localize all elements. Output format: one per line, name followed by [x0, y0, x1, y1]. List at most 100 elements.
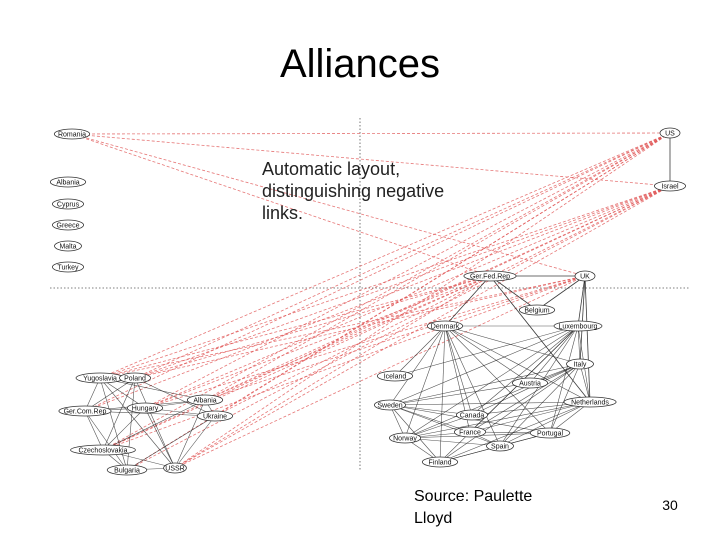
- node-label: Hungary: [132, 405, 159, 412]
- node-label: Malta: [59, 243, 76, 250]
- negative-edge: [214, 132, 671, 417]
- positive-edge: [102, 377, 136, 451]
- positive-edge: [389, 325, 579, 406]
- negative-edge: [174, 275, 586, 469]
- positive-edge: [99, 377, 128, 471]
- positive-edge: [389, 401, 591, 406]
- node-portugal: Portugal: [529, 427, 571, 439]
- positive-edge: [444, 325, 501, 447]
- node-label: Bulgaria: [114, 467, 140, 474]
- node-ellipse: [58, 405, 112, 417]
- positive-edge: [489, 275, 538, 311]
- node-label: Greece: [57, 222, 80, 229]
- node-ellipse: [511, 377, 549, 389]
- node-uk: UK: [574, 270, 596, 282]
- positive-edge: [471, 363, 581, 416]
- positive-edge: [404, 437, 501, 447]
- positive-edge: [389, 325, 446, 406]
- node-ellipse: [373, 399, 406, 411]
- positive-edge: [174, 399, 206, 469]
- node-ellipse: [455, 409, 488, 421]
- node-ellipse: [54, 240, 82, 252]
- negative-edge: [71, 133, 491, 277]
- node-label: Netherlands: [571, 399, 609, 406]
- layout-annotation: Automatic layout, distinguishing negativ…: [262, 158, 522, 224]
- node-label: USSR: [165, 465, 184, 472]
- node-ellipse: [529, 427, 571, 439]
- positive-edge: [444, 325, 531, 384]
- positive-edge: [389, 382, 531, 406]
- positive-edge: [499, 401, 591, 447]
- node-czechoslovakia: Czechoslovakia: [70, 444, 136, 456]
- positive-edge: [102, 407, 146, 451]
- positive-edge: [404, 363, 581, 439]
- node-label: Albania: [193, 397, 216, 404]
- negative-edge: [134, 132, 671, 379]
- node-ukraine: Ukraine: [196, 410, 234, 422]
- negative-edge: [204, 275, 586, 401]
- node-finland: Finland: [421, 456, 459, 468]
- node-label: France: [459, 429, 481, 436]
- positive-edge: [389, 363, 581, 406]
- negative-edge: [71, 133, 586, 277]
- positive-edge: [389, 404, 441, 463]
- source-credit: Source: Paulette Lloyd: [414, 486, 614, 530]
- node-luxembourg: Luxembourg: [553, 320, 603, 332]
- node-label: Ger.Fed.Rep: [470, 273, 510, 280]
- node-label: Albania: [56, 179, 79, 186]
- negative-edge: [144, 275, 586, 409]
- node-us: US: [659, 127, 681, 139]
- positive-edge: [444, 325, 581, 365]
- node-ellipse: [453, 426, 486, 438]
- negative-edge: [99, 275, 491, 379]
- node-label: Canada: [460, 412, 485, 419]
- negative-edge: [102, 275, 586, 451]
- node-romania: Romania: [53, 128, 91, 140]
- node-label: UK: [580, 273, 590, 280]
- node-label: Finland: [429, 459, 452, 466]
- node-label: Spain: [491, 443, 509, 450]
- node-label: Turkey: [57, 264, 79, 271]
- positive-edge: [549, 363, 581, 434]
- positive-edge: [394, 325, 579, 377]
- positive-edge: [536, 275, 586, 311]
- positive-edge: [579, 275, 586, 365]
- node-iceland: Iceland: [376, 370, 414, 382]
- positive-edge: [126, 377, 136, 471]
- positive-edge: [84, 377, 136, 412]
- node-label: Austria: [519, 380, 541, 387]
- node-label: Romania: [58, 131, 86, 138]
- node-hungary: Hungary: [126, 402, 164, 414]
- positive-edge: [584, 275, 591, 403]
- node-turkey: Turkey: [51, 261, 85, 273]
- node-ellipse: [186, 394, 224, 406]
- negative-edge: [144, 185, 671, 409]
- positive-edge: [84, 410, 104, 451]
- source-line: Source: Paulette: [414, 488, 533, 505]
- node-belgium: Belgium: [518, 304, 556, 316]
- positive-edge: [102, 399, 206, 451]
- negative-edge: [99, 275, 586, 379]
- positive-edge: [444, 325, 473, 416]
- positive-edge: [489, 275, 591, 403]
- positive-edge: [84, 377, 101, 412]
- node-yugoslavia: Yugoslavia: [75, 372, 125, 384]
- source-line: Lloyd: [414, 510, 453, 527]
- positive-edge: [174, 415, 216, 469]
- node-ellipse: [50, 176, 87, 188]
- node-ussr: USSR: [163, 462, 187, 474]
- network-nodes: RomaniaAlbaniaCyprusGreeceMaltaTurkeyUSI…: [50, 127, 687, 476]
- positive-edge: [444, 325, 551, 434]
- node-label: Ger.Com.Rep: [64, 408, 107, 415]
- positive-edge: [84, 410, 128, 471]
- positive-edge: [144, 407, 176, 469]
- negative-edge: [134, 275, 491, 379]
- positive-edge: [389, 404, 406, 439]
- negative-edge: [71, 133, 671, 187]
- node-label: Israel: [661, 183, 679, 190]
- slide-title: Alliances: [279, 42, 441, 86]
- node-ellipse: [376, 370, 414, 382]
- negative-edge: [99, 185, 671, 379]
- node-ellipse: [659, 127, 681, 139]
- node-albania2: Albania: [186, 394, 224, 406]
